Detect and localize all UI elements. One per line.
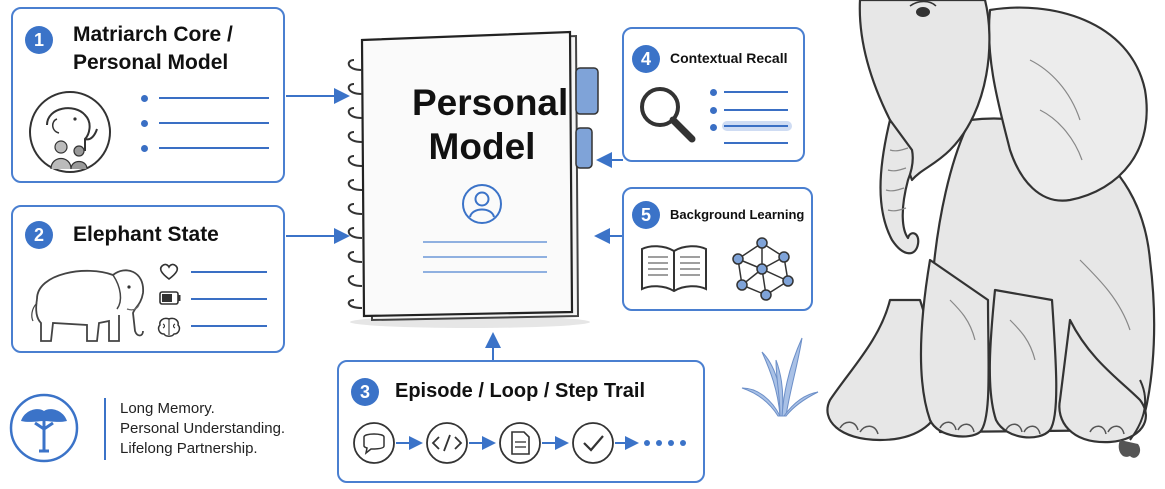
elephant-family-icon [29,91,111,173]
contextual-recall-panel: 4 Contextual Recall [622,27,805,162]
matriarch-core-title-line1: Matriarch Core / [73,23,233,46]
text-line [191,298,267,300]
bullet-dot [141,120,148,127]
check-icon [572,422,614,464]
background-learning-title: Background Learning [670,207,805,222]
bullet-dot [710,89,717,96]
logo-divider [104,398,106,460]
bullet-dot [710,124,717,131]
notebook-text-line [423,256,547,258]
episode-trail-panel: 3 Episode / Loop / Step Trail [337,360,705,483]
book-icon [641,245,707,293]
text-line [724,125,788,127]
user-icon [462,184,502,224]
elephant-state-panel: 2 Elephant State [11,205,285,353]
step-number-5: 5 [632,201,660,229]
elephant-illustration [826,0,1156,458]
step-number-4: 4 [632,45,660,73]
battery-icon [159,291,181,305]
network-icon [732,237,794,301]
document-icon [499,422,541,464]
notebook-icon [347,30,599,328]
chat-icon [353,422,395,464]
text-line [159,97,269,99]
text-line [724,91,788,93]
bullet-dot [710,107,717,114]
brand-tagline-3: Lifelong Partnership. [120,440,258,457]
elephant-state-title: Elephant State [73,223,219,246]
brand-tagline-1: Long Memory. [120,400,215,417]
text-line [191,325,267,327]
elephant-icon [31,269,144,342]
notebook-text-line [423,271,547,273]
step-number-3: 3 [351,378,379,406]
step-number-1: 1 [25,26,53,54]
notebook-title-line2: Model [428,126,536,167]
magnifier-icon [640,87,696,143]
step-number-2: 2 [25,221,53,249]
bullet-dot [141,145,148,152]
matriarch-core-title-line2: Personal Model [73,51,229,74]
episode-trail-title: Episode / Loop / Step Trail [395,380,646,402]
notebook-text-line [423,241,547,243]
matriarch-core-panel: 1 Matriarch Core / Personal Model [11,7,285,183]
ellipsis-icon [644,440,686,446]
text-line [724,142,788,144]
contextual-recall-title: Contextual Recall [670,50,788,66]
brain-icon [157,317,181,337]
notebook-title-line1: Personal [412,82,569,123]
text-line [159,122,269,124]
text-line [724,109,788,111]
brand-tagline-2: Personal Understanding. [120,420,286,437]
plant-icon [741,337,819,417]
text-line [159,147,269,149]
text-line [191,271,267,273]
code-icon [426,422,468,464]
step-trail-flow [353,422,686,464]
bullet-dot [141,95,148,102]
tree-logo-icon [9,393,79,463]
background-learning-panel: 5 Background Learning [622,187,813,311]
heart-icon [159,263,179,281]
